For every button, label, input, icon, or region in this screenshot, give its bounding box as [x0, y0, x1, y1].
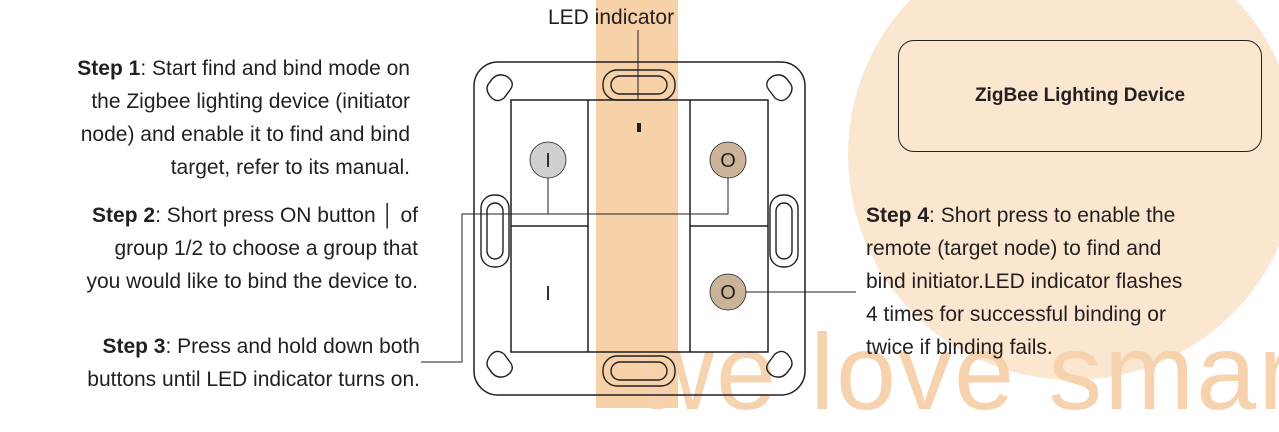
remote-plate [473, 61, 806, 396]
step-4-line-4: 4 times for successful binding or [866, 303, 1166, 326]
step-4-text: : Short press to enable the [929, 204, 1176, 227]
step-4-line-3: bind initiator.LED indicator flashes [866, 270, 1183, 293]
zigbee-lighting-device-box: ZigBee Lighting Device [898, 40, 1262, 152]
clip-bottom-right-icon [766, 350, 793, 378]
clip-top-right-icon [766, 74, 793, 102]
left-slot-inner [486, 202, 504, 260]
step-4-heading: Step 4 [866, 204, 930, 227]
step-3-text: : Press and hold down both [165, 335, 420, 358]
step-2-line-3: you would like to bind the device to. [86, 270, 418, 293]
step-1-heading: Step 1 [77, 57, 141, 80]
step-1: Step 1: Start find and bind mode on the … [10, 52, 410, 184]
step-3-heading: Step 3 [102, 335, 166, 358]
top-slot-inner [610, 75, 668, 95]
watermark-bar [596, 0, 678, 408]
top-slot-outer [602, 69, 676, 101]
bottom-slot-inner [610, 361, 668, 381]
watermark-circle [848, 0, 1279, 380]
step-4: Step 4: Short press to enable the remote… [866, 199, 1266, 364]
corner-clips [486, 74, 793, 378]
group1-off-symbol: O [720, 150, 736, 172]
on-button-symbol: │ [381, 204, 395, 227]
slots [480, 69, 799, 387]
group2-on-symbol: I [545, 283, 551, 305]
step-3: Step 3: Press and hold down both buttons… [10, 330, 420, 396]
step-2-tail: of [394, 204, 418, 227]
step-1-text: : Start find and bind mode on [140, 57, 410, 80]
leader-lines [421, 178, 856, 363]
bottom-slot-outer [602, 355, 676, 387]
right-slot-outer [769, 194, 799, 268]
group2-off-symbol: O [720, 282, 736, 304]
led-indicator-mark [637, 123, 641, 132]
step-2-heading: Step 2 [92, 204, 156, 227]
step3-bracket-line [547, 178, 729, 215]
step-3-line-2: buttons until LED indicator turns on. [87, 368, 420, 391]
group1-on-symbol: I [545, 150, 551, 172]
clip-top-left-icon [486, 74, 513, 102]
step-1-line-2: the Zigbee lighting device (initiator [91, 90, 410, 113]
step-2: Step 2: Short press ON button │ of group… [10, 199, 418, 298]
right-slot-inner [775, 202, 793, 260]
step3-leader-line [421, 213, 548, 363]
clip-bottom-left-icon [486, 350, 513, 378]
rocker-grid [510, 99, 769, 353]
step-4-line-2: remote (target node) to find and [866, 237, 1162, 260]
step-2-text: : Short press ON button [155, 204, 376, 227]
step-2-line-2: group 1/2 to choose a group that [114, 237, 418, 260]
remote-diagram: I O I O [421, 30, 856, 396]
left-slot-outer [480, 194, 510, 268]
step-4-line-5: twice if binding fails. [866, 336, 1053, 359]
step-1-line-4: target, refer to its manual. [170, 156, 410, 179]
step-1-line-3: node) and enable it to find and bind [80, 123, 410, 146]
led-indicator-label: LED indicator [548, 6, 675, 29]
zigbee-lighting-device-label: ZigBee Lighting Device [974, 85, 1186, 106]
